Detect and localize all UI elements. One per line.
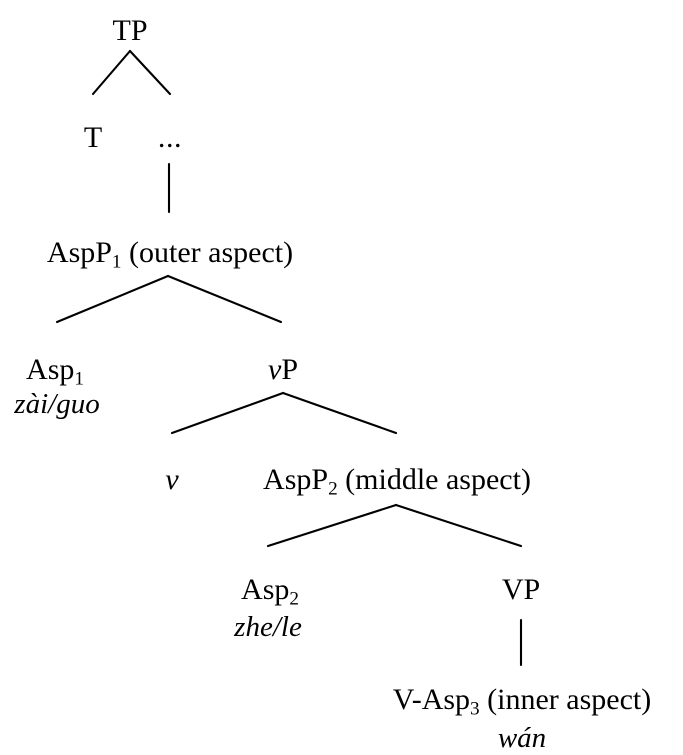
tree-node-v-asp3-label-main: V-Asp <box>392 683 471 716</box>
tree-node-aspp1-subscript: 1 <box>111 251 122 273</box>
tree-node-v-asp3-subscript: 3 <box>470 698 480 720</box>
tree-node-vp-little-label-italic: v <box>267 353 282 386</box>
tree-node-aspp2-annotation: (middle aspect) <box>337 463 531 496</box>
tree-node-vp-little: vP <box>268 355 298 385</box>
tree-node-t: T <box>84 123 102 153</box>
tree-node-aspp2-label-main: AspP <box>263 463 329 496</box>
tree-node-tp: TP <box>112 16 147 46</box>
tree-node-tp-label: TP <box>112 14 148 47</box>
branch-tp-to-ellipsis <box>128 49 172 96</box>
branch-vp-to-v <box>170 391 285 435</box>
branch-vp-to-aspp2 <box>281 391 398 435</box>
tree-node-asp1-subscript: 1 <box>74 368 84 390</box>
tree-node-aspp1-label-main: AspP <box>46 236 112 269</box>
branch-aspp1-to-asp1 <box>55 274 170 324</box>
tree-node-aspp1-annotation: (outer aspect) <box>121 236 294 269</box>
tree-node-v-asp3-annotation: (inner aspect) <box>479 683 652 716</box>
tree-node-aspp1: AspP1 (outer aspect) <box>46 236 294 272</box>
tree-node-ellipsis: ... <box>158 123 182 153</box>
tree-node-ellipsis-label: ... <box>157 121 183 154</box>
tree-node-t-label: T <box>83 121 103 154</box>
tree-node-v-asp3: V-Asp3 (inner aspect) <box>392 683 652 719</box>
tree-node-asp2-subscript: 2 <box>289 588 299 610</box>
tree-node-vp-little-label-rest: P <box>281 353 299 386</box>
tree-node-vp-big-label: VP <box>501 573 541 606</box>
tree-gloss-asp1: zài/guo <box>14 388 100 420</box>
tree-node-vp-big: VP <box>502 575 540 605</box>
tree-node-v-little-label: v <box>165 463 179 496</box>
branch-tp-to-t <box>91 49 132 96</box>
tree-node-v-little: v <box>165 465 178 495</box>
tree-node-asp2: Asp2 <box>241 573 299 609</box>
tree-gloss-v-asp3: wán <box>497 722 547 754</box>
tree-node-asp2-label-main: Asp <box>241 573 290 606</box>
tree-node-aspp2-subscript: 2 <box>328 478 338 500</box>
branch-aspp1-to-vp <box>166 274 283 324</box>
branch-aspp2-to-vp-big <box>394 503 523 548</box>
branch-aspp2-to-asp2 <box>266 503 398 548</box>
tree-node-asp1-label-main: Asp <box>26 353 75 386</box>
tree-gloss-asp2: zhe/le <box>234 611 302 643</box>
tree-node-aspp2: AspP2 (middle aspect) <box>263 463 531 499</box>
tree-node-asp1: Asp1 <box>26 353 84 389</box>
